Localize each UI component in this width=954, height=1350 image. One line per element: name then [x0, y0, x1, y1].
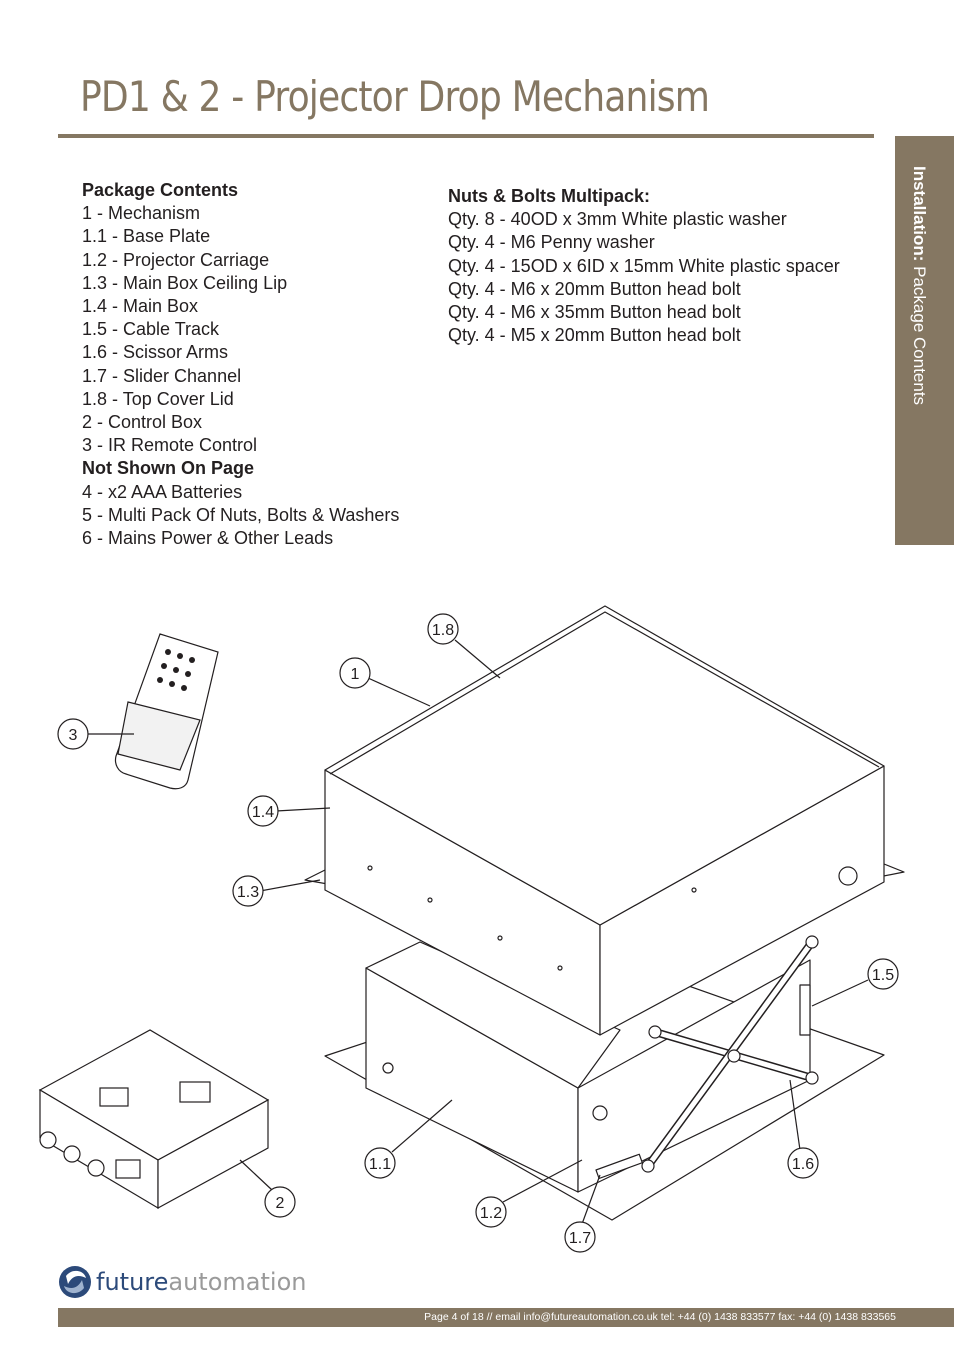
- list-item: 1 - Mechanism: [82, 203, 201, 224]
- list-item: 3 - IR Remote Control: [82, 435, 258, 456]
- package-contents-list: Package Contents 1 - Mechanism 1.1 - Bas…: [82, 179, 399, 550]
- remote-control: [114, 633, 219, 790]
- callout-label: 1.3: [237, 884, 259, 901]
- list-item: 1.2 - Projector Carriage: [82, 249, 270, 270]
- control-box: [38, 1029, 270, 1210]
- callout-label: 1.7: [569, 1230, 591, 1247]
- callout-label: 1.6: [792, 1156, 814, 1173]
- page-title: PD1 & 2 - Projector Drop Mechanism: [80, 72, 710, 121]
- footer-bar: Page 4 of 18 // email info@futureautomat…: [58, 1308, 954, 1327]
- list-item: 1.7 - Slider Channel: [82, 365, 242, 386]
- logo-part1: future: [96, 1268, 168, 1296]
- callout-label: 1.4: [252, 804, 274, 821]
- multipack-heading: Nuts & Bolts Multipack:: [448, 186, 651, 206]
- title-divider: [58, 134, 874, 138]
- list-item: 1.1 - Base Plate: [82, 226, 211, 247]
- list-item: 1.8 - Top Cover Lid: [82, 388, 234, 409]
- exploded-diagram: 1.8 1 3 1.4 1.3 1.5 1.1 1.6 2 1.2 1.7: [38, 605, 905, 1253]
- callout-label: 1.5: [872, 967, 894, 984]
- carriage-top: [365, 941, 621, 1089]
- top-cover-lid: [324, 605, 885, 926]
- package-contents-heading: Package Contents: [82, 180, 239, 200]
- list-item: 1.3 - Main Box Ceiling Lip: [82, 272, 288, 293]
- footer-contact: Page 4 of 18 // email info@futureautomat…: [424, 1311, 896, 1323]
- list-item: Qty. 4 - M6 Penny washer: [448, 232, 655, 253]
- callout-label: 2: [276, 1195, 285, 1212]
- side-tab-topic: Package Contents: [910, 261, 929, 406]
- list-item: 5 - Multi Pack Of Nuts, Bolts & Washers: [82, 504, 400, 525]
- not-shown-heading: Not Shown On Page: [82, 458, 255, 479]
- logo-part2: automation: [168, 1268, 306, 1296]
- list-item: 1.5 - Cable Track: [82, 319, 220, 340]
- side-tab-label: Installation: Package Contents: [909, 166, 929, 405]
- side-tab-section: Installation:: [910, 166, 929, 262]
- svg-text:futureautomation: futureautomation: [96, 1268, 306, 1296]
- callout-label: 3: [69, 727, 78, 744]
- list-item: 6 - Mains Power & Other Leads: [82, 528, 334, 549]
- side-tab: Installation: Package Contents: [895, 136, 954, 545]
- company-logo: futureautomation: [59, 1266, 306, 1298]
- slider-channel: [595, 1153, 643, 1180]
- list-item: Qty. 8 - 40OD x 3mm White plastic washer: [448, 209, 787, 230]
- multipack-list: Nuts & Bolts Multipack: Qty. 8 - 40OD x …: [448, 185, 840, 347]
- callout-label: 1.1: [369, 1156, 391, 1173]
- callout-label: 1.2: [480, 1205, 502, 1222]
- callout-label: 1.8: [432, 622, 454, 639]
- list-item: 1.6 - Scissor Arms: [82, 342, 229, 363]
- list-item: 2 - Control Box: [82, 412, 203, 433]
- list-item: Qty. 4 - M5 x 20mm Button head bolt: [448, 325, 741, 346]
- list-item: 1.4 - Main Box: [82, 296, 199, 317]
- list-item: 4 - x2 AAA Batteries: [82, 481, 243, 502]
- list-item: Qty. 4 - 15OD x 6ID x 15mm White plastic…: [448, 255, 840, 276]
- cable-track: [799, 984, 811, 1036]
- list-item: Qty. 4 - M6 x 20mm Button head bolt: [448, 278, 741, 299]
- list-item: Qty. 4 - M6 x 35mm Button head bolt: [448, 302, 741, 323]
- callout-label: 1: [351, 666, 360, 683]
